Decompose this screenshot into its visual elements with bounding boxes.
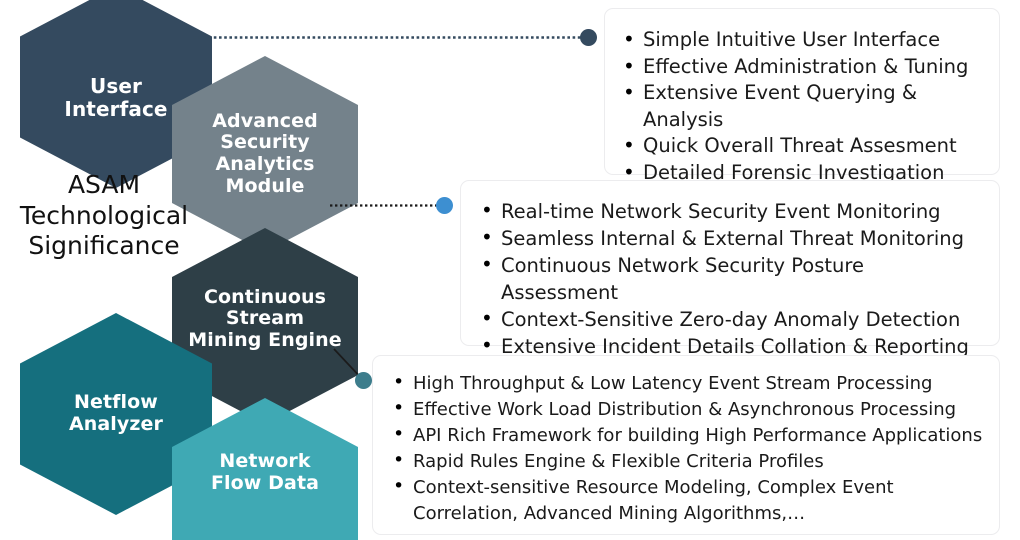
list-item: API Rich Framework for building High Per… <box>391 421 983 449</box>
list-item: Effective Work Load Distribution & Async… <box>391 395 983 423</box>
list-item: Simple Intuitive User Interface <box>621 26 983 54</box>
hexagon-netflow-analyzer-label: Netflow Analyzer <box>68 391 164 435</box>
bullet-list-advanced-security-analytics: Real-time Network Security Event Monitor… <box>479 197 983 360</box>
hexagon-continuous-stream-mining-engine-label: Continuous Stream Mining Engine <box>188 285 342 351</box>
bullet-list-stream-mining-engine: High Throughput & Low Latency Event Stre… <box>391 369 983 527</box>
list-item: Detailed Forensic Investigation <box>621 159 983 187</box>
list-item: Effective Administration & Tuning <box>621 53 983 81</box>
bullet-list-user-interface: Simple Intuitive User Interface Effectiv… <box>621 26 983 187</box>
hexagon-advanced-security-analytics-module-label: Advanced Security Analytics Module <box>212 109 318 197</box>
card-user-interface-features: Simple Intuitive User Interface Effectiv… <box>604 8 1000 185</box>
card-advanced-security-analytics-features: Real-time Network Security Event Monitor… <box>460 180 1000 359</box>
list-item: Continuous Network Security Posture Asse… <box>479 251 983 306</box>
list-item: Seamless Internal & External Threat Moni… <box>479 224 983 252</box>
list-item: Context-sensitive Resource Modeling, Com… <box>391 473 983 527</box>
list-item: Context-Sensitive Zero-day Anomaly Detec… <box>479 305 983 333</box>
list-item: Extensive Incident Details Collation & R… <box>479 332 983 360</box>
list-item: Real-time Network Security Event Monitor… <box>479 197 983 225</box>
list-item: High Throughput & Low Latency Event Stre… <box>391 369 983 397</box>
page-title: ASAM Technological Significance <box>19 170 189 260</box>
hexagon-network-flow-data-label: Network Flow Data <box>210 450 320 494</box>
list-item: Rapid Rules Engine & Flexible Criteria P… <box>391 447 983 475</box>
card-stream-mining-engine-features: High Throughput & Low Latency Event Stre… <box>372 355 1000 535</box>
hexagon-user-interface-label: User Interface <box>64 74 168 121</box>
list-item: Extensive Event Querying & Analysis <box>621 79 983 133</box>
list-item: Quick Overall Threat Assesment <box>621 132 983 160</box>
